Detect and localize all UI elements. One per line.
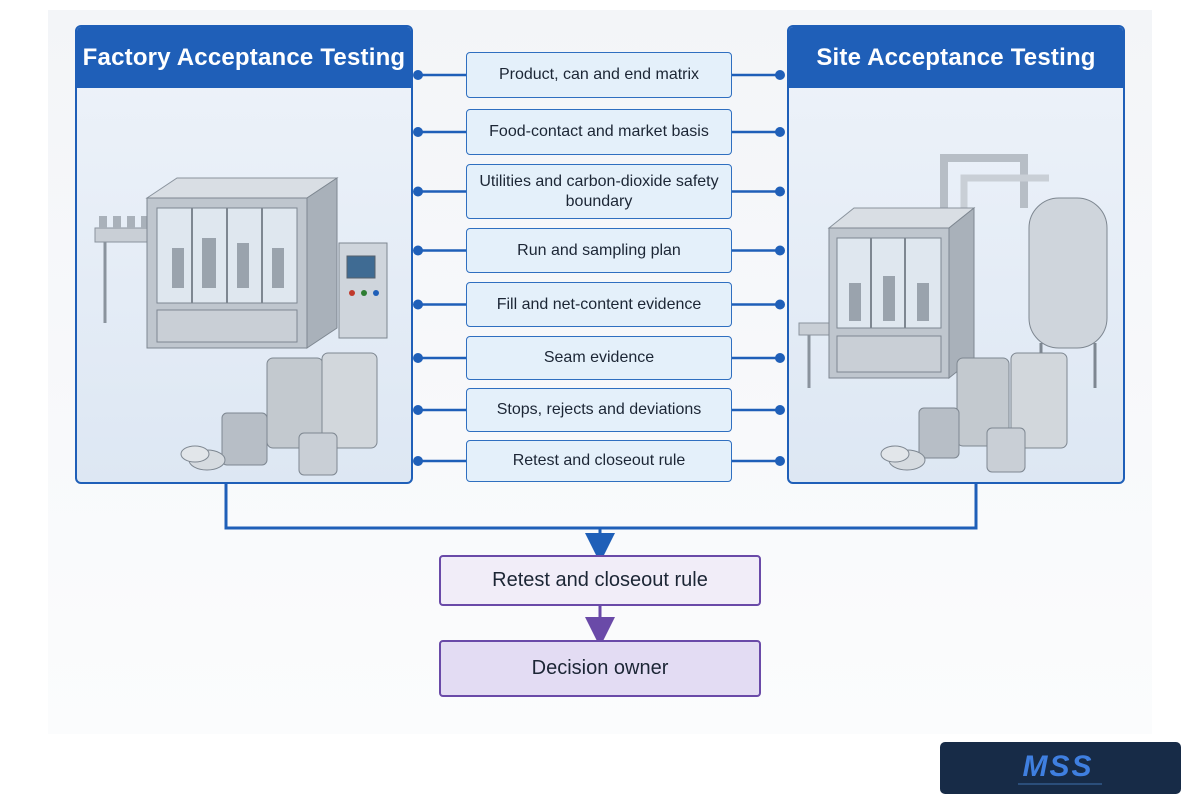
- connector-dot: [413, 353, 423, 363]
- center-item: Run and sampling plan: [466, 228, 732, 273]
- center-item: Seam evidence: [466, 336, 732, 380]
- center-item: Product, can and end matrix: [466, 52, 732, 98]
- connector-dot: [775, 353, 785, 363]
- center-item: Retest and closeout rule: [466, 440, 732, 482]
- center-item: Utilities and carbon-dioxide safety boun…: [466, 164, 732, 219]
- connector-dot: [413, 245, 423, 256]
- center-item: Food-contact and market basis: [466, 109, 732, 155]
- panel-merge-line: [224, 484, 978, 530]
- filling-machine-with-tank-illustration-icon: [798, 154, 1108, 473]
- connector-dot: [413, 70, 423, 80]
- connector-dot: [775, 456, 785, 466]
- mss-logo-icon: MSS: [1018, 750, 1102, 785]
- retest-closeout-box: Retest and closeout rule: [439, 555, 761, 606]
- connector-dot: [413, 456, 423, 466]
- site-acceptance-panel: Site Acceptance Testing: [787, 25, 1125, 484]
- panel-title-site: Site Acceptance Testing: [789, 27, 1123, 88]
- logo-text: MSS: [1022, 750, 1093, 783]
- connector-dot: [413, 186, 423, 197]
- connector-dot: [775, 299, 785, 310]
- connector-dot: [775, 405, 785, 415]
- center-item: Stops, rejects and deviations: [466, 388, 732, 432]
- connector-dot: [413, 127, 423, 137]
- panel-title-factory: Factory Acceptance Testing: [77, 27, 411, 88]
- connector-dot: [775, 70, 785, 80]
- connector-dot: [413, 405, 423, 415]
- connector-dot: [775, 127, 785, 137]
- logo-badge: MSS: [940, 742, 1181, 794]
- connector-dot: [775, 245, 785, 256]
- connector-dot: [413, 299, 423, 310]
- decision-owner-box: Decision owner: [439, 640, 761, 697]
- factory-acceptance-panel: Factory Acceptance Testing: [75, 25, 413, 484]
- connector-dot: [775, 186, 785, 197]
- filling-machine-illustration-icon: [94, 177, 388, 476]
- center-item: Fill and net-content evidence: [466, 282, 732, 327]
